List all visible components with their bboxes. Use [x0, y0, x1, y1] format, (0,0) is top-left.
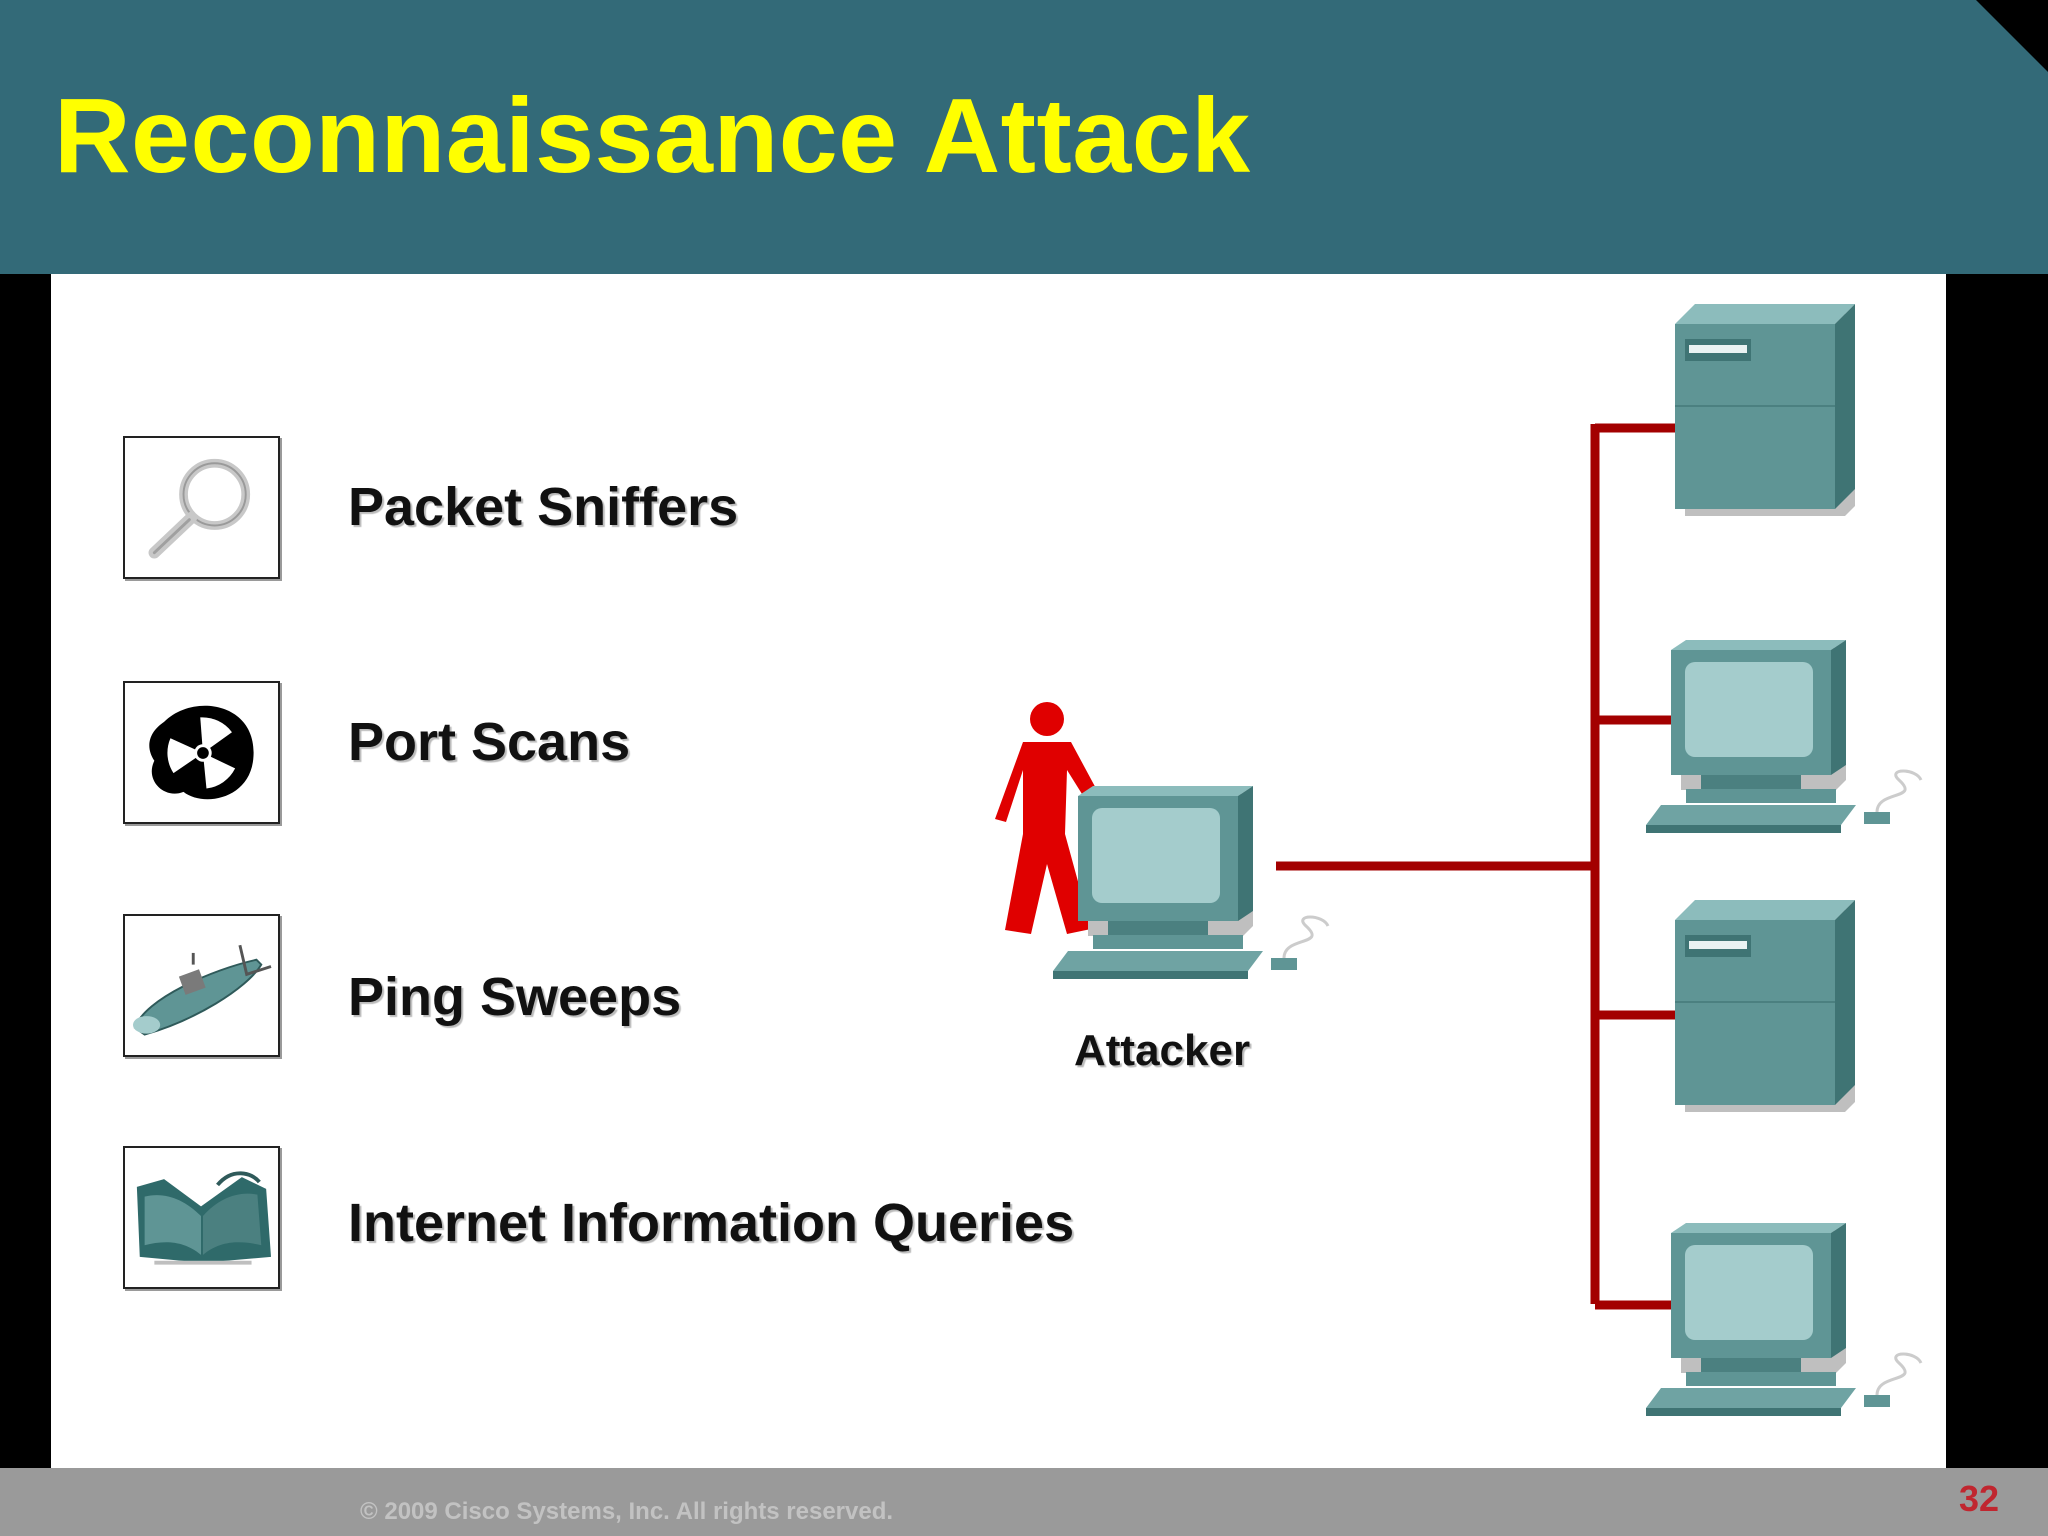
- attacker-figure-icon: [995, 702, 1099, 934]
- server-2: [1674, 899, 1856, 1113]
- packet-sniffers-label: Packet Sniffers: [348, 477, 739, 537]
- port-scans-label: Port Scans: [348, 712, 631, 772]
- server-1: [1674, 303, 1856, 517]
- port-scans-box: [123, 681, 280, 824]
- network-diagram: [995, 303, 1923, 1418]
- network-links: [1276, 423, 1681, 1310]
- packet-sniffers-box: [123, 436, 280, 579]
- slide-title: Reconnaissance Attack: [54, 77, 1251, 195]
- submarine-icon: [132, 944, 272, 1036]
- radiation-icon: [149, 705, 254, 800]
- workstation-1: [1644, 638, 1923, 835]
- internet-information-queries-box: [123, 1146, 280, 1289]
- ping-sweeps-label: Ping Sweeps: [348, 967, 682, 1027]
- magnifier-icon: [148, 458, 251, 559]
- page-number: 32: [1958, 1478, 1999, 1519]
- internet-information-queries-label: Internet Information Queries: [348, 1193, 1075, 1253]
- workstation-2: [1644, 1221, 1923, 1418]
- ping-sweeps-box: [123, 914, 280, 1057]
- book-icon: [136, 1171, 271, 1265]
- attacker-workstation: [1051, 784, 1330, 981]
- title-corner-cut: [1976, 0, 2048, 72]
- diagram-panel: Packet Sniffers Port Scans Ping Sweeps: [51, 274, 1946, 1468]
- footer: © 2009 Cisco Systems, Inc. All rights re…: [0, 1468, 2048, 1536]
- copyright-text: © 2009 Cisco Systems, Inc. All rights re…: [360, 1498, 894, 1525]
- attacker-label: Attacker: [1074, 1026, 1251, 1075]
- title-bar: Reconnaissance Attack: [0, 0, 2048, 274]
